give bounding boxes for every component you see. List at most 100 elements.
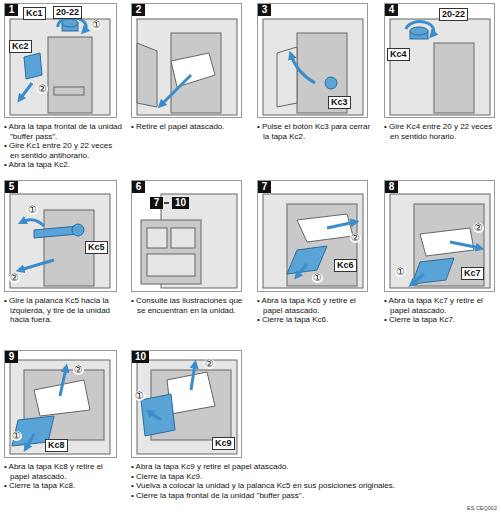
callout-number: ② — [473, 223, 484, 233]
step-panel: 9②①Kc8 — [4, 350, 117, 458]
open-arrow — [412, 274, 424, 284]
handle — [54, 87, 84, 95]
step-number: 6 — [132, 181, 145, 193]
unit-interior — [171, 33, 221, 113]
cover-lever — [24, 53, 42, 79]
callout-number: ① — [395, 267, 406, 277]
pull-arrow — [20, 260, 54, 270]
turn-arrow — [22, 220, 44, 226]
step-number: 7 — [258, 181, 271, 193]
step-number: 10 — [172, 197, 189, 209]
callout-number: ② — [350, 233, 361, 243]
knob-top — [410, 27, 428, 35]
part-label: Kc4 — [387, 48, 410, 61]
part-label: Kc7 — [461, 267, 484, 280]
step-number: 2 — [132, 4, 145, 16]
jammed-paper — [297, 214, 353, 242]
cover — [277, 47, 297, 107]
caption-column: • Abra la tapa Kc7 y retire el papel ata… — [384, 296, 497, 325]
instruction-text: • Abra la tapa Kc2. — [4, 160, 122, 170]
instruction-text: • Abra la tapa Kc7 y retire el papel ata… — [384, 296, 497, 315]
pull-arrow — [161, 75, 191, 105]
unit-interior — [287, 204, 357, 286]
caption-column: • Retire el papel atascado. — [131, 122, 249, 132]
jammed-paper — [167, 372, 215, 414]
instruction-text: • Cierre la tapa frontal de la unidad "b… — [131, 491, 461, 501]
caption-column: • Gire Kc4 entre 20 y 22 veces en sentid… — [384, 122, 497, 141]
part-label: Kc1 — [23, 7, 46, 20]
part-label: Kc3 — [328, 96, 351, 109]
unit-interior — [434, 43, 474, 113]
part-label: Kc9 — [212, 437, 235, 450]
instruction-text: • Retire el papel atascado. — [131, 122, 249, 132]
step-panel: 4Kc420-22 — [384, 3, 495, 118]
callout-number: ② — [204, 359, 215, 369]
pull-arrow — [327, 222, 355, 228]
callout-number: ① — [312, 273, 323, 283]
machine-body — [390, 194, 490, 288]
instruction-text: • Cierre la tapa Kc7. — [384, 315, 497, 325]
callout-number: ① — [27, 205, 38, 215]
step-number: 8 — [385, 181, 398, 193]
pull-arrow — [191, 364, 195, 390]
instruction-text: • Gire Kc4 entre 20 y 22 veces en sentid… — [384, 122, 497, 141]
cover — [412, 258, 454, 284]
instruction-text: • Abra la tapa Kc8 y retire el papel ata… — [4, 462, 122, 481]
step-panel: 8 ② ① Kc7 — [384, 180, 495, 292]
instruction-text: • Vuelva a colocar la unidad y la palanc… — [131, 481, 461, 491]
jammed-paper — [171, 53, 215, 87]
step-illustration — [390, 19, 490, 115]
close-arrow — [291, 55, 315, 83]
instruction-text: • Gire la palanca Kc5 hacia la izquierda… — [4, 296, 122, 325]
machine-body — [137, 360, 237, 454]
part-label: 20-22 — [53, 6, 82, 19]
step-number: 3 — [258, 4, 271, 16]
machine-body — [390, 19, 490, 115]
callout-number: ① — [91, 20, 102, 30]
caption-column: • Abra la tapa Kc8 y retire el papel ata… — [4, 462, 122, 491]
unit-part — [147, 254, 195, 276]
step-illustration — [263, 19, 363, 115]
step-panel: 1Kc120-22①Kc2② — [4, 3, 117, 118]
lever-pivot — [72, 224, 84, 236]
step-panel: 3Kc3 — [257, 3, 368, 118]
instruction-text: • Abra la tapa Kc6 y retire el papel ata… — [257, 296, 375, 315]
unit-interior — [48, 37, 92, 113]
step-panel: 67 10 — [131, 180, 242, 292]
lever — [34, 226, 78, 238]
open-arrow — [26, 434, 34, 448]
step-illustration — [141, 194, 237, 288]
callout-number: ② — [73, 365, 84, 375]
step-panel: 5①Kc5② — [4, 180, 117, 292]
instruction-text: • Abra la tapa frontal de la unidad "buf… — [4, 122, 122, 141]
machine-body — [10, 360, 110, 454]
pull-arrow — [450, 242, 480, 248]
jammed-paper — [420, 228, 474, 256]
step-illustration — [10, 17, 110, 115]
step-illustration — [10, 360, 110, 454]
step-number: 4 — [385, 4, 398, 16]
callout-number: ② — [37, 84, 48, 94]
step-illustration — [390, 194, 490, 288]
instruction-text: • Cierre la tapa Kc9. — [131, 472, 461, 482]
step-number: 7 — [150, 197, 163, 209]
pulled-unit — [141, 220, 201, 284]
button — [325, 77, 337, 89]
caption-column: • Consulte las ilustraciones que se encu… — [131, 296, 249, 315]
step-panel: 2 — [131, 3, 242, 118]
instruction-text: • Abra la tapa Kc9 y retire el papel ata… — [131, 462, 461, 472]
instruction-text: • Consulte las ilustraciones que se encu… — [131, 296, 249, 315]
cover — [287, 246, 327, 274]
machine-body — [10, 19, 110, 115]
step-panel: 7 ② ① Kc6 — [257, 180, 368, 292]
caption-column: • Pulse el botón Kc3 para cerrar la tapa… — [257, 122, 375, 141]
callout-number: ① — [11, 431, 22, 441]
open-cover — [137, 43, 157, 107]
step-number: 5 — [5, 181, 18, 193]
unit-part — [171, 228, 195, 248]
step-illustration — [137, 19, 237, 115]
document-code: ES CEQ002 — [430, 505, 497, 512]
part-label: Kc6 — [334, 259, 357, 272]
open-arrow — [297, 264, 307, 276]
